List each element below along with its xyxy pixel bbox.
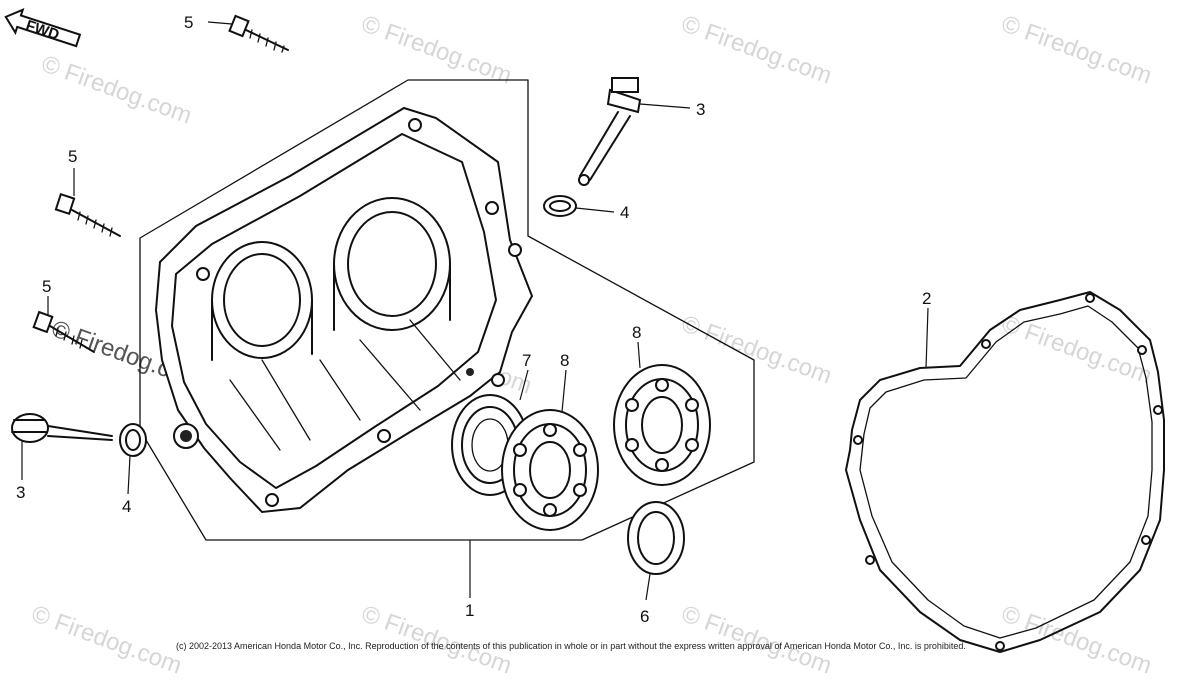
callout-o-ring-top: 4 xyxy=(620,203,629,222)
bearing-rear xyxy=(613,364,711,486)
watermark: © Firedog.com xyxy=(678,10,835,89)
copyright-notice: (c) 2002-2013 American Honda Motor Co., … xyxy=(176,641,966,651)
o-ring-left xyxy=(119,423,147,457)
watermark: © Firedog.com xyxy=(38,50,195,129)
callout-oil-gauge-top: 3 xyxy=(696,100,705,119)
watermark: © Firedog.com xyxy=(678,310,835,389)
callout-small-seal: 7 xyxy=(522,351,531,370)
callouts: 5 5 5 3 4 3 4 1 2 7 8 8 6 xyxy=(16,13,931,626)
watermark: © Firedog.com xyxy=(358,10,515,89)
crankcase-cover xyxy=(154,106,534,514)
leader-lines xyxy=(21,21,929,601)
arrow-left-icon xyxy=(4,8,82,48)
callout-bearing-front: 8 xyxy=(560,351,569,370)
callout-bearing-rear: 8 xyxy=(632,323,641,342)
watermark: © Firedog.com xyxy=(678,600,835,679)
bolt-left xyxy=(32,310,95,353)
oil-seal xyxy=(627,501,685,575)
gasket xyxy=(845,291,1165,653)
callout-o-ring-left: 4 xyxy=(122,497,131,516)
callout-bolt-left: 5 xyxy=(42,277,51,296)
assembly-outline xyxy=(139,79,755,541)
callout-oil-seal: 6 xyxy=(640,607,649,626)
oil-gauge-top xyxy=(578,77,642,186)
watermark: © Firedog.com xyxy=(998,600,1155,679)
bolt-top xyxy=(228,14,289,53)
watermark: © Firedog.com xyxy=(358,600,515,679)
watermark: © Firedog.com xyxy=(28,600,185,679)
o-ring-top xyxy=(543,195,577,217)
oil-gauge-left xyxy=(11,413,113,443)
bolt-middle xyxy=(54,192,121,237)
watermark: © Firedog.com xyxy=(998,10,1155,89)
fwd-label: FWD xyxy=(24,17,62,44)
callout-bolt-middle: 5 xyxy=(68,147,77,166)
callout-gasket: 2 xyxy=(922,289,931,308)
callout-crankcase-cover: 1 xyxy=(465,601,474,620)
callout-bolt-top: 5 xyxy=(184,13,193,32)
callout-oil-gauge-left: 3 xyxy=(16,483,25,502)
fwd-arrow: FWD xyxy=(4,8,82,48)
bearing-front xyxy=(501,409,599,531)
